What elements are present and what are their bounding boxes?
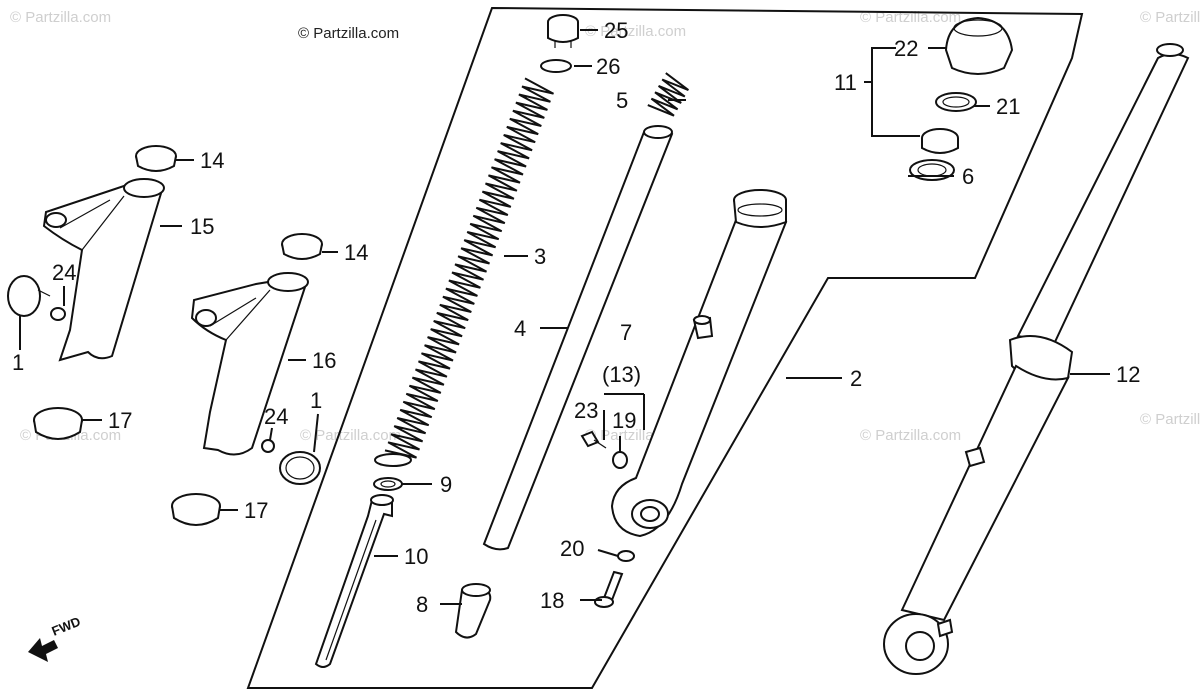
socket-bolt-18: [594, 570, 624, 608]
fork-assembly-outline: [246, 6, 1084, 689]
callout-20: 20: [560, 536, 584, 561]
seal-14b: [281, 233, 323, 260]
callout-23: 23: [574, 398, 598, 423]
watermark: © Partzilla.com: [1140, 9, 1200, 26]
seal-14a: [135, 145, 177, 172]
spring-seat-9: [373, 477, 403, 491]
callout-14a: 14: [200, 148, 224, 173]
callout-24b: 24: [264, 404, 288, 429]
callout-25: 25: [604, 18, 628, 43]
callout-17a: 17: [108, 408, 132, 433]
damper-rod-10: [314, 494, 394, 668]
o-ring-26: [540, 59, 572, 73]
stopper-ring-21: [935, 92, 977, 112]
callout-9: 9: [440, 472, 452, 497]
cushion-17b: [171, 493, 221, 526]
nut-24b: [261, 439, 275, 453]
fwd-arrow-icon: FWD: [28, 614, 83, 662]
callout-5: 5: [616, 88, 628, 113]
callout-13: (13): [602, 362, 641, 387]
callout-1b: 1: [310, 388, 322, 413]
headlight-bracket-16: [190, 272, 309, 456]
callout-4: 4: [514, 316, 526, 341]
dust-cover-22: [944, 16, 1014, 75]
callout-16: 16: [312, 348, 336, 373]
callout-10: 10: [404, 544, 428, 569]
callout-17b: 17: [244, 498, 268, 523]
callout-12: 12: [1116, 362, 1140, 387]
washer-20: [617, 550, 635, 562]
fork-pipe-4: [482, 125, 674, 551]
callout-1a: 1: [12, 350, 24, 375]
watermark: © Partzilla.com: [860, 427, 961, 444]
callout-22: 22: [894, 36, 918, 61]
callout-26: 26: [596, 54, 620, 79]
callout-21: 21: [996, 94, 1020, 119]
bolt-23: [580, 430, 607, 449]
callout-7: 7: [620, 320, 632, 345]
callout-18: 18: [540, 588, 564, 613]
cap-bolt-25: [547, 14, 579, 48]
reflector-1b: [279, 451, 321, 485]
callout-6: 6: [962, 164, 974, 189]
callout-14b: 14: [344, 240, 368, 265]
watermark: © Partzilla.com: [10, 9, 111, 26]
callout-11: 11: [834, 70, 857, 95]
callout-15: 15: [190, 214, 214, 239]
fwd-label: FWD: [50, 614, 83, 639]
callout-2: 2: [850, 366, 862, 391]
callout-8: 8: [416, 592, 428, 617]
callout-24a: 24: [52, 260, 76, 285]
headlight-bracket-15: [42, 178, 165, 362]
callout-3: 3: [534, 244, 546, 269]
cushion-17a: [33, 407, 83, 440]
watermark: © Partzilla.com: [300, 427, 401, 444]
nut-24a: [50, 307, 66, 321]
short-spring-5: [647, 72, 690, 117]
watermark: © Partzilla.com: [1140, 411, 1200, 428]
fork-slider-7: [610, 189, 788, 538]
oil-lock-piece-8: [454, 583, 492, 639]
washer-19: [612, 451, 628, 469]
copyright-text: © Partzilla.com: [298, 25, 399, 42]
oil-seal-11: [921, 128, 959, 154]
watermark: © Partzilla.com: [585, 23, 686, 40]
front-fork-12: [883, 43, 1190, 675]
callout-19: 19: [612, 408, 636, 433]
leader-lines: [19, 29, 1110, 605]
reflector-1a: [7, 275, 51, 317]
fork-spring-3: [374, 77, 554, 467]
